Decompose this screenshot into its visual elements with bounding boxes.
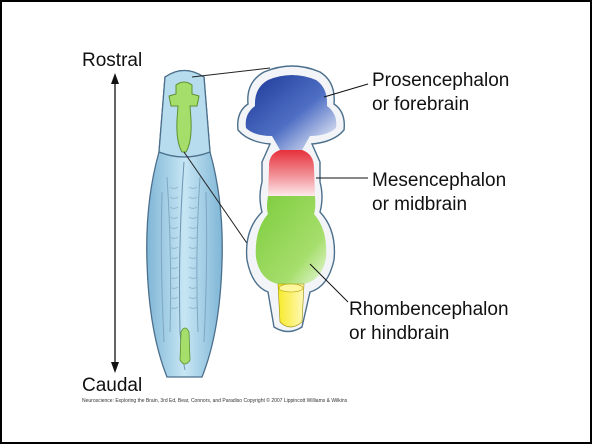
forebrain-label: or forebrain	[372, 94, 469, 115]
brain-vesicles	[238, 66, 345, 332]
caudal-label: Caudal	[82, 375, 142, 396]
mesencephalon-label: Mesencephalon	[372, 170, 506, 191]
midbrain-region	[268, 150, 315, 196]
copyright-caption: Neuroscience: Exploring the Brain, 3rd E…	[82, 397, 348, 404]
rhombencephalon-label: Rhombencephalon	[349, 299, 509, 320]
embryo-neural-tube	[147, 71, 223, 378]
midbrain-label: or midbrain	[372, 194, 467, 215]
rostral-caudal-arrow	[111, 73, 119, 373]
rostral-label: Rostral	[82, 50, 142, 71]
hindbrain-label: or hindbrain	[349, 323, 449, 344]
prosencephalon-label: Prosencephalon	[372, 70, 509, 91]
